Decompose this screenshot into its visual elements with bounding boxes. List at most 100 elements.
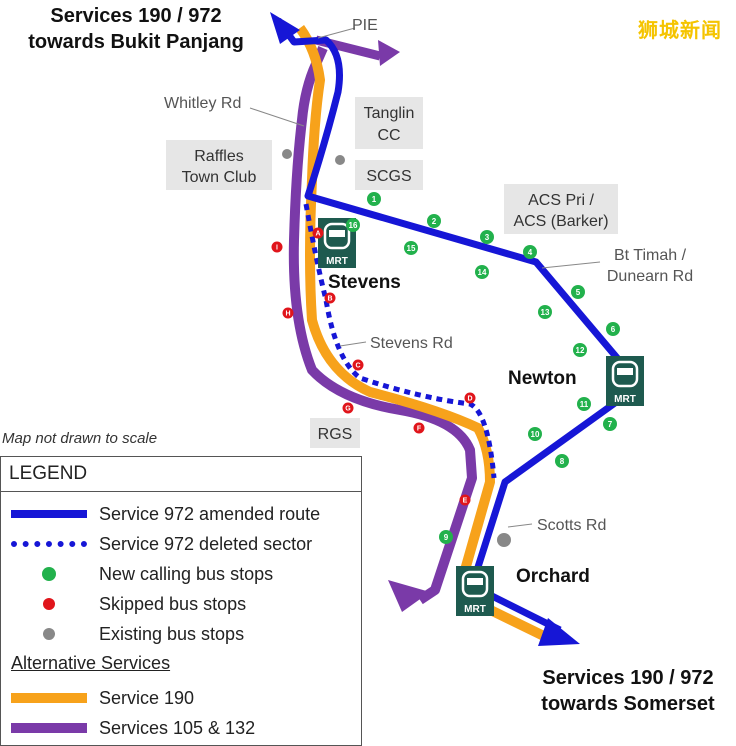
skipped-stop-label-g: G	[345, 406, 351, 413]
new-stop-label-1: 1	[372, 195, 377, 204]
scgs-box	[355, 160, 423, 190]
new-stop-14	[475, 265, 489, 279]
label-bt-timah-2: Dunearn Rd	[607, 268, 693, 285]
skipped-stop-label-i: I	[276, 245, 278, 252]
label-tanglin-1: Tanglin	[364, 105, 415, 122]
skipped-stop-label-f: F	[417, 426, 422, 433]
rgs-box	[310, 418, 360, 448]
label-tanglin-2: CC	[377, 127, 400, 144]
purple-arrow-sw	[388, 580, 430, 612]
skipped-stop-c	[352, 359, 364, 371]
mrt-label-orchard: MRT	[464, 604, 486, 615]
new-stop-label-7: 7	[608, 420, 613, 429]
existing-stop-tanglin	[335, 155, 345, 165]
label-raffles-2: Town Club	[182, 169, 257, 186]
new-stop-12	[573, 343, 587, 357]
existing-stop-whitley	[282, 149, 292, 159]
station-orchard: Orchard	[516, 566, 590, 587]
skipped-stop-label-d: D	[467, 396, 472, 403]
new-stop-1	[367, 192, 381, 206]
tanglin-box	[355, 97, 423, 149]
station-stevens: Stevens	[328, 272, 401, 293]
new-stop-label-11: 11	[580, 400, 589, 409]
legend-text-existing: Existing bus stops	[99, 623, 245, 644]
label-acs-1: ACS Pri /	[528, 192, 594, 209]
new-stop-label-2: 2	[432, 217, 437, 226]
skipped-stop-label-b: B	[327, 296, 332, 303]
new-stop-label-6: 6	[611, 325, 616, 334]
label-stevens-rd: Stevens Rd	[370, 335, 453, 352]
legend-row-skipped: Skipped bus stops	[1, 591, 246, 617]
legend-title: LEGEND	[9, 463, 88, 484]
existing-stop-scotts	[497, 533, 511, 547]
legend-text-amended: Service 972 amended route	[99, 503, 321, 524]
skipped-stop-e	[459, 494, 471, 506]
leader-stevens-rd	[339, 341, 367, 347]
legend-row-existing: Existing bus stops	[1, 621, 244, 647]
route-972-amended	[275, 17, 644, 634]
legend-row-190: Service 190	[1, 685, 194, 711]
new-stop-label-15: 15	[407, 244, 416, 253]
legend-row-amended: Service 972 amended route	[1, 501, 320, 527]
new-stop-11	[577, 397, 591, 411]
new-stop-label-12: 12	[576, 346, 585, 355]
label-raffles-1: Raffles	[194, 148, 244, 165]
new-stop-4	[523, 245, 537, 259]
legend-row-new-stops: New calling bus stops	[1, 561, 273, 587]
header-bottom-line2: towards Somerset	[541, 693, 715, 715]
skipped-stop-g	[342, 402, 354, 414]
new-stop-label-3: 3	[485, 233, 490, 242]
route-190	[295, 25, 555, 645]
station-newton: Newton	[508, 368, 577, 389]
mrt-icon-orchard: MRT	[456, 566, 494, 616]
legend-text-new-stops: New calling bus stops	[99, 563, 274, 584]
skipped-stop-b	[324, 292, 336, 304]
new-stop-9	[439, 530, 453, 544]
legend-swatch-green-stop	[42, 567, 56, 581]
skipped-stop-i	[271, 241, 283, 253]
route-105-132	[288, 45, 477, 605]
legend-text-skipped: Skipped bus stops	[99, 593, 247, 614]
legend-row-105-132: Services 105 & 132	[1, 715, 255, 741]
header-top-line1: Services 190 / 972	[50, 5, 221, 27]
leader-scotts	[507, 523, 533, 528]
legend-swatch-deleted	[11, 541, 87, 547]
legend-swatch-amended	[11, 510, 87, 518]
skipped-stop-f	[413, 422, 425, 434]
legend-swatch-190	[11, 693, 87, 703]
watermark: 狮城新闻	[638, 18, 722, 42]
new-stop-label-8: 8	[560, 457, 565, 466]
new-stop-label-4: 4	[528, 248, 533, 257]
legend-text-105-132: Services 105 & 132	[99, 717, 256, 738]
map-note: Map not drawn to scale	[2, 430, 158, 447]
new-stop-5	[571, 285, 585, 299]
new-stop-label-13: 13	[541, 308, 550, 317]
legend-alt-heading: Alternative Services	[11, 653, 171, 673]
mrt-icon-stevens: MRT	[318, 218, 356, 268]
purple-arrow-pie	[378, 40, 400, 66]
label-acs-2: ACS (Barker)	[513, 213, 608, 230]
leader-bt-timah	[541, 261, 601, 269]
blue-arrow-southeast	[538, 618, 580, 646]
leader-whitley	[249, 107, 305, 127]
leader-pie	[317, 27, 356, 39]
label-bt-timah-1: Bt Timah /	[614, 247, 687, 264]
new-stop-label-16: 16	[349, 221, 358, 230]
skipped-stop-label-c: C	[355, 363, 360, 370]
skipped-stop-label-e: E	[463, 498, 468, 505]
new-stop-label-14: 14	[478, 268, 487, 277]
header-top-line2: towards Bukit Panjang	[28, 31, 244, 53]
legend: LEGEND Service 972 amended route Service…	[0, 456, 362, 746]
new-stop-15	[404, 241, 418, 255]
header-bottom-line1: Services 190 / 972	[542, 667, 713, 689]
legend-swatch-105-132	[11, 723, 87, 733]
label-whitley: Whitley Rd	[164, 95, 241, 112]
acs-box	[504, 184, 618, 234]
label-rgs: RGS	[318, 426, 353, 443]
skipped-stop-h	[282, 307, 294, 319]
legend-text-deleted: Service 972 deleted sector	[99, 533, 313, 554]
new-stop-8	[555, 454, 569, 468]
